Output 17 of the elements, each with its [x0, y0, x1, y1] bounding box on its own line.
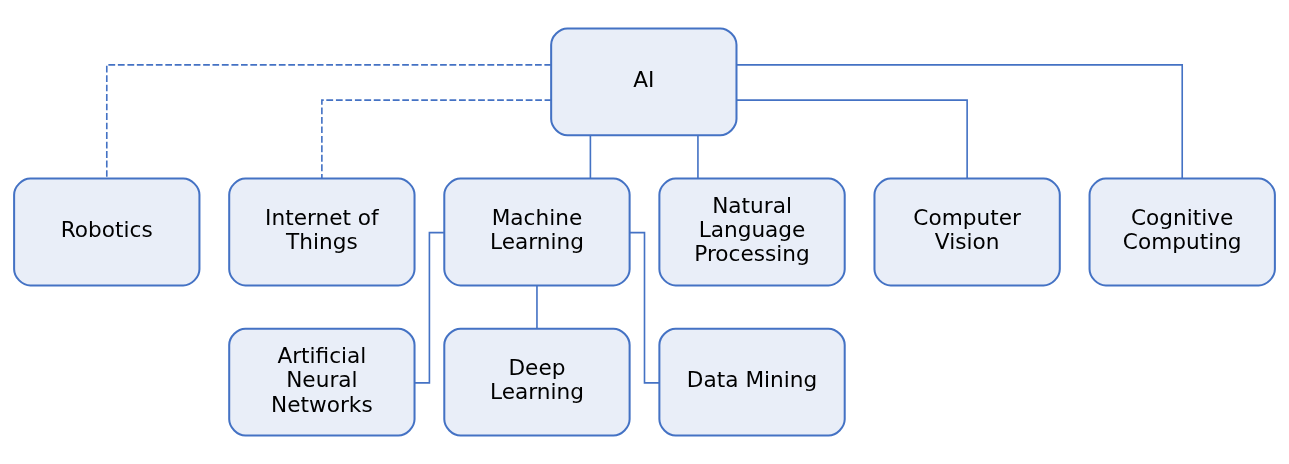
node-box: AI — [550, 27, 738, 137]
connector — [736, 64, 1184, 179]
connector — [736, 99, 968, 180]
node-box: Cognitive Computing — [1088, 177, 1276, 287]
node-box: Artificial Neural Networks — [228, 327, 416, 437]
node-box: Data Mining — [658, 327, 846, 437]
node-box: Deep Learning — [443, 327, 631, 437]
node-box: Computer Vision — [873, 177, 1061, 287]
connector — [536, 285, 538, 330]
connector — [321, 99, 552, 180]
node-box: Machine Learning — [443, 177, 631, 287]
node-box: Robotics — [13, 177, 201, 287]
node-box: Natural Language Processing — [658, 177, 846, 287]
connector — [697, 134, 699, 179]
connector — [105, 64, 552, 179]
connector — [589, 134, 592, 179]
node-box: Internet of Things — [228, 177, 416, 287]
